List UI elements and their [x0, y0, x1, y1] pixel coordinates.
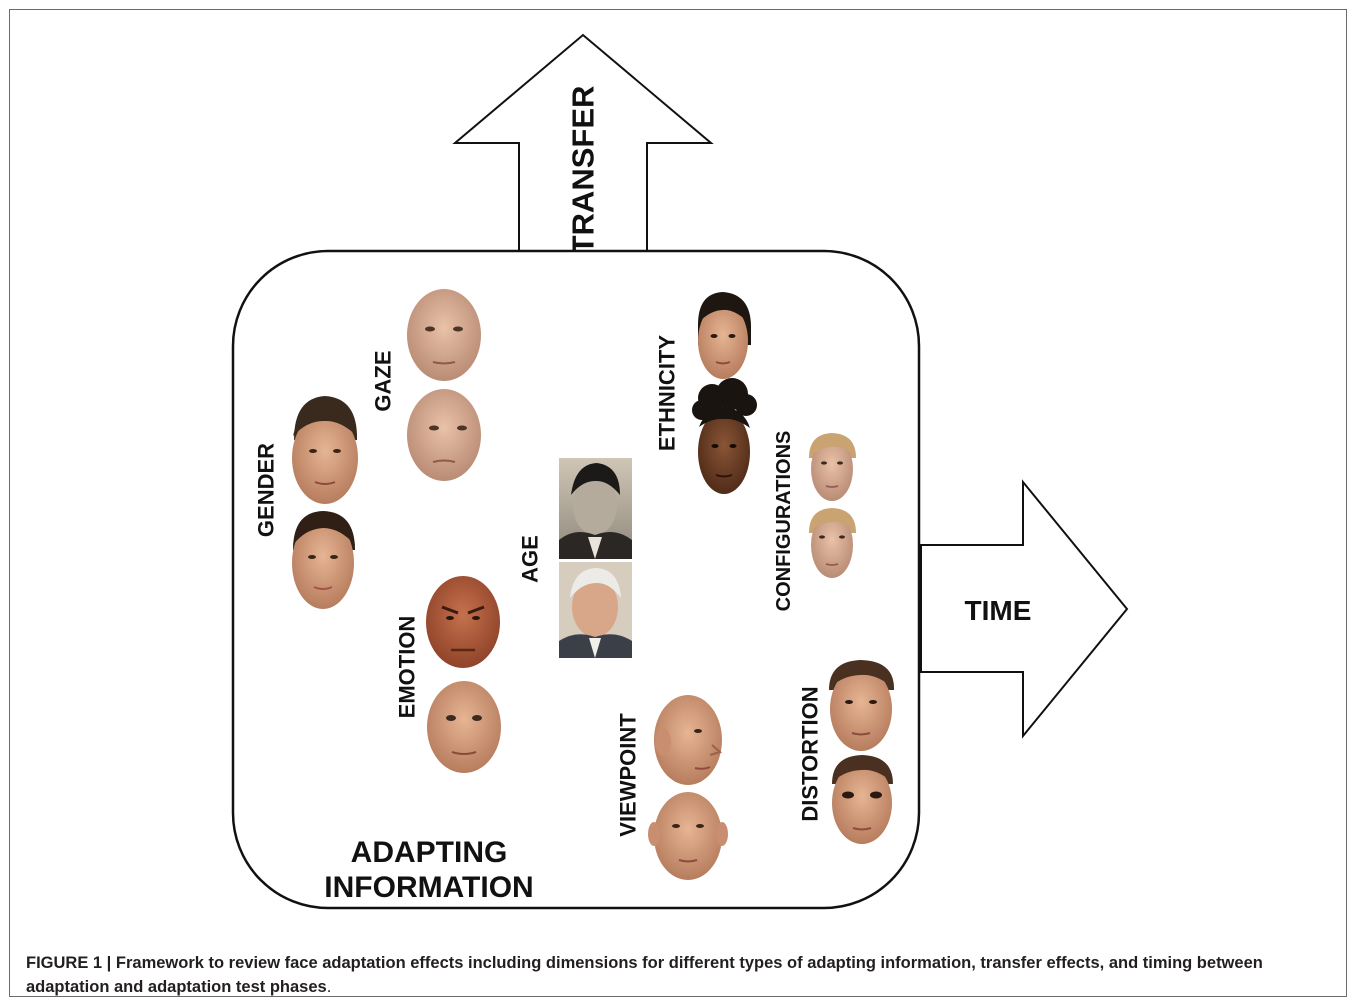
emotion-face-neutral	[427, 681, 501, 773]
distortion-face-original	[829, 660, 895, 751]
emotion-label: EMOTION	[395, 616, 420, 719]
configuration-face-original	[809, 433, 856, 501]
caption-end: .	[326, 978, 332, 996]
time-arrow: TIME	[920, 479, 1129, 739]
configuration-face-altered	[809, 508, 856, 578]
caption-text: Framework to review face adaptation effe…	[26, 954, 1263, 996]
transfer-label: TRANSFER	[566, 86, 601, 255]
transfer-arrow: TRANSFER	[452, 33, 714, 255]
viewpoint-face-front	[648, 792, 728, 880]
time-label: TIME	[965, 595, 1032, 626]
age-photo-old	[559, 562, 632, 658]
ethnicity-face-caucasian	[698, 292, 751, 379]
figure-caption: FIGURE 1 | Framework to review face adap…	[26, 951, 1338, 999]
gaze-face-direct	[407, 289, 481, 381]
gender-face-male	[292, 396, 358, 504]
ethnicity-face-african	[692, 378, 757, 494]
gaze-face-averted	[407, 389, 481, 481]
box-title-line2: INFORMATION	[324, 871, 533, 904]
distortion-face-expanded	[832, 755, 893, 844]
figure-frame	[9, 9, 1347, 997]
configurations-label: CONFIGURATIONS	[773, 431, 795, 612]
age-label: AGE	[518, 535, 543, 583]
age-photo-young	[559, 458, 632, 559]
caption-label: FIGURE 1 |	[26, 954, 116, 972]
viewpoint-label: VIEWPOINT	[616, 713, 641, 837]
viewpoint-face-side	[654, 695, 723, 785]
gender-label: GENDER	[254, 443, 279, 537]
ethnicity-label: ETHNICITY	[655, 335, 680, 451]
emotion-face-angry	[426, 576, 500, 668]
distortion-label: DISTORTION	[798, 686, 823, 821]
gender-face-female	[292, 511, 355, 609]
framework-diagram: TRANSFER TIME ADAPTING INFORMATION GENDE…	[231, 33, 1129, 910]
box-title-line1: ADAPTING	[351, 836, 508, 869]
gaze-label: GAZE	[371, 350, 396, 411]
